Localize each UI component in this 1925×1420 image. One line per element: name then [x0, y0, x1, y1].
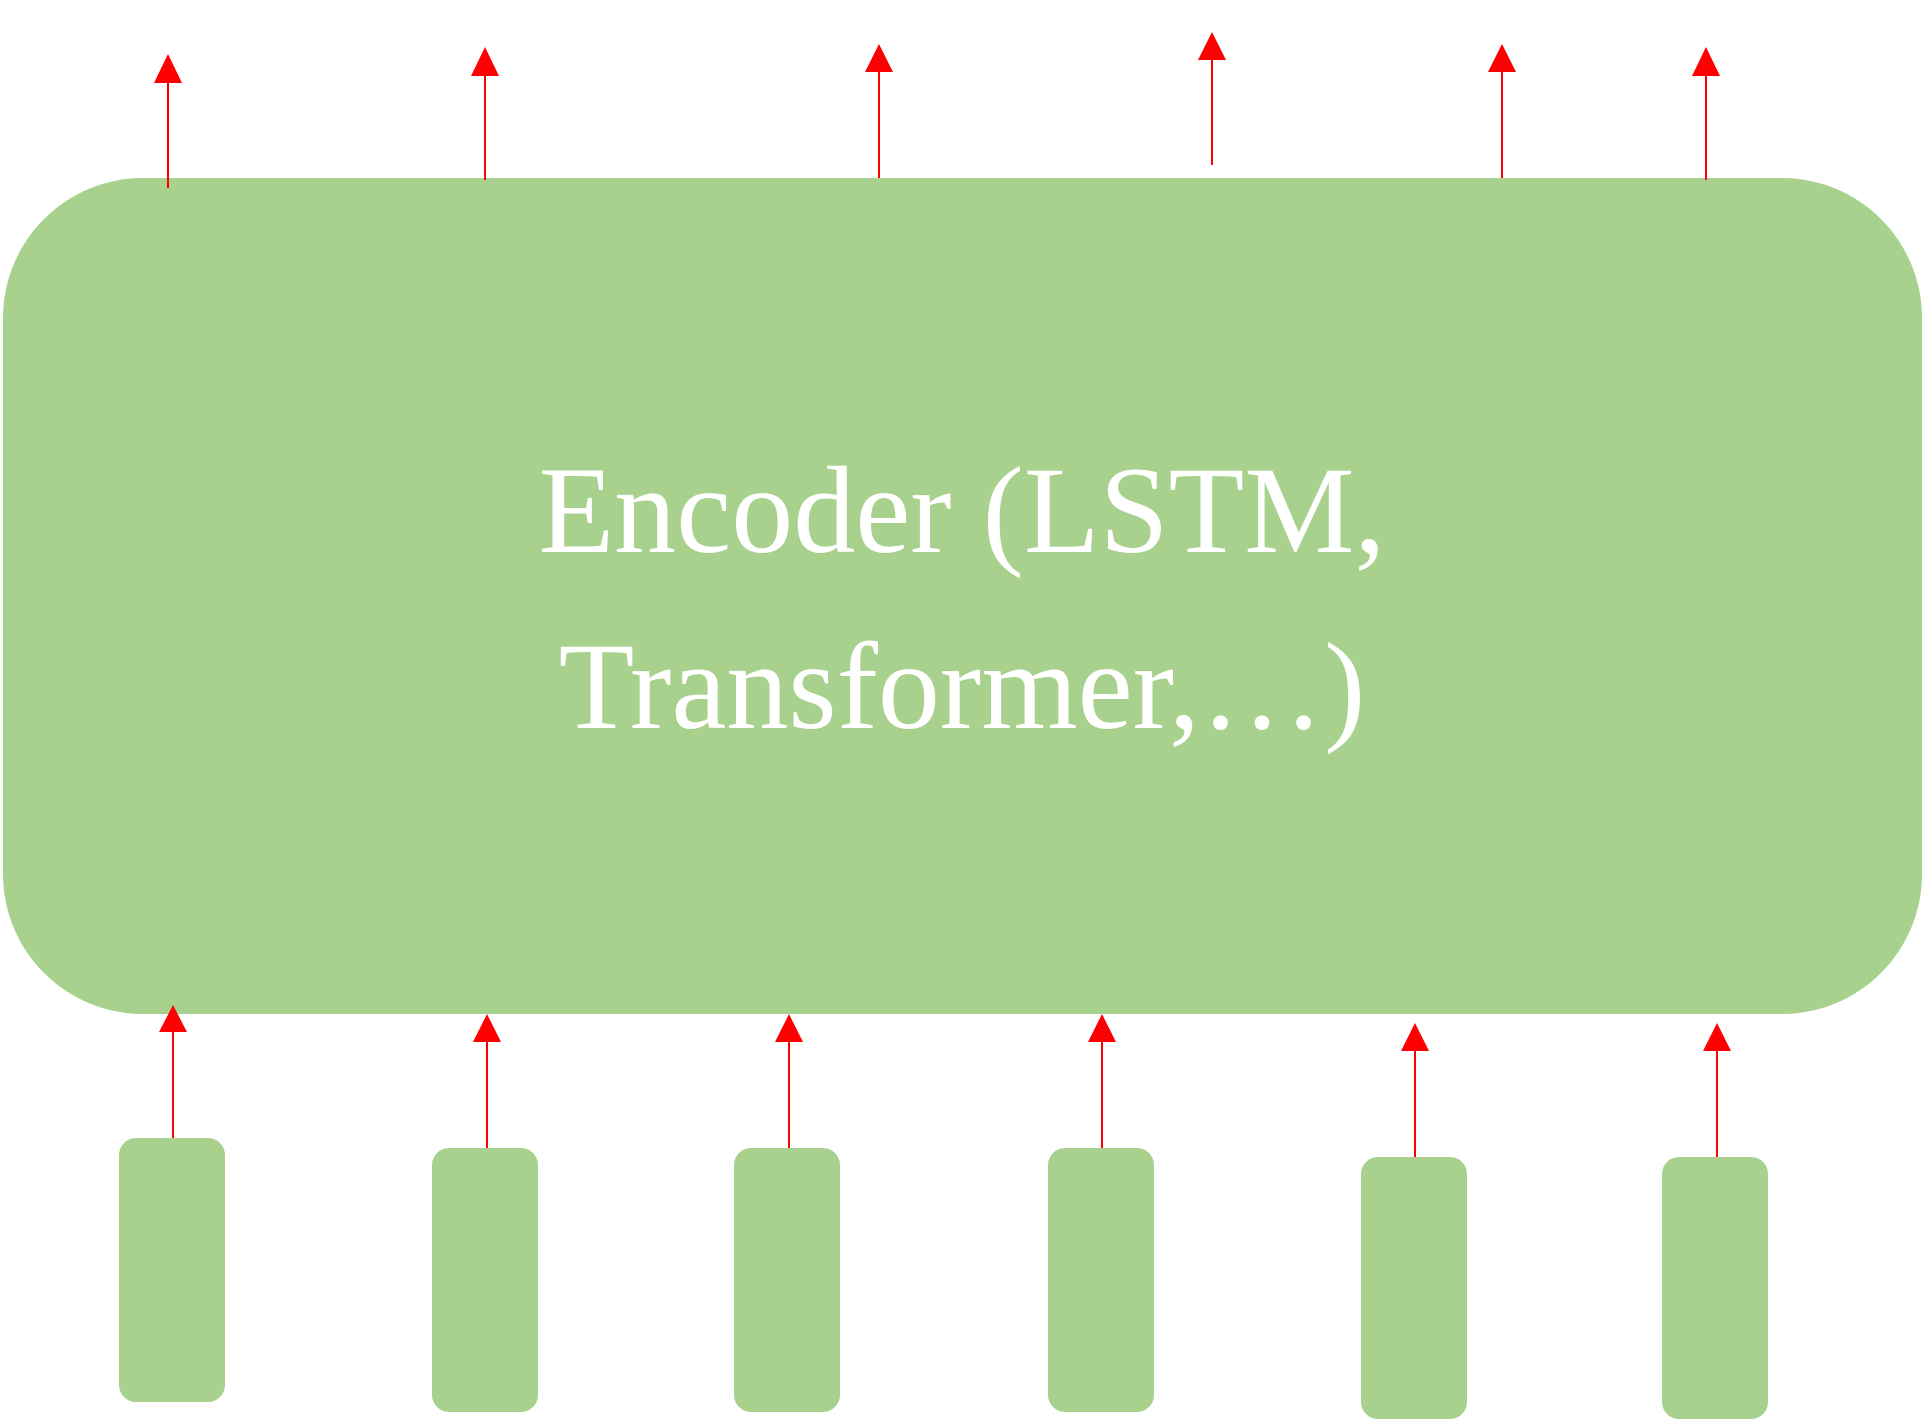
input-token-box — [1048, 1148, 1154, 1412]
output-arrowhead — [1488, 44, 1516, 72]
input-token-box — [1662, 1157, 1768, 1419]
output-arrowhead — [154, 54, 182, 83]
output-arrowhead — [865, 44, 893, 72]
input-arrowhead — [1088, 1014, 1116, 1042]
input-token-group — [119, 1138, 1768, 1419]
input-arrowhead — [1703, 1023, 1731, 1051]
output-arrow-group — [154, 32, 1720, 188]
encoder-box — [3, 178, 1922, 1014]
input-token-box — [432, 1148, 538, 1412]
input-arrowhead — [1401, 1023, 1429, 1051]
input-arrowhead — [473, 1014, 501, 1042]
output-arrowhead — [1198, 32, 1226, 60]
input-arrowhead — [159, 1005, 187, 1032]
input-token-box — [734, 1148, 840, 1412]
output-arrowhead — [1692, 47, 1720, 76]
encoder-label-line2: Transformer,…) — [559, 618, 1366, 755]
input-token-box — [1361, 1157, 1467, 1419]
encoder-label-line1: Encoder (LSTM, — [538, 442, 1385, 579]
output-arrowhead — [471, 47, 499, 76]
input-token-box — [119, 1138, 225, 1402]
input-arrowhead — [775, 1014, 803, 1042]
input-arrow-group — [159, 1005, 1731, 1157]
